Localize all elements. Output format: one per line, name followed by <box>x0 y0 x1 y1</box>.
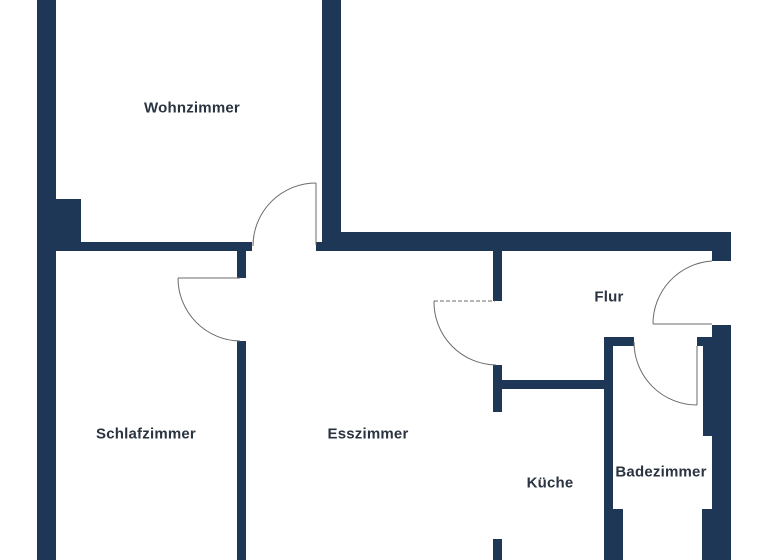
wall-right-inner-upper <box>703 337 713 436</box>
wall-ess-flur-upper <box>493 251 502 301</box>
room-label-esszimmer: Esszimmer <box>327 425 409 443</box>
wall-right-outer <box>712 325 731 560</box>
wall-right-inner-lower <box>702 509 713 560</box>
room-label-flur: Flur <box>594 288 624 306</box>
wall-bad-inner-left <box>613 509 623 560</box>
wall-wohn-right <box>322 0 341 251</box>
room-label-badezimmer: Badezimmer <box>615 463 707 481</box>
wohnzimmer-door[interactable] <box>252 182 317 247</box>
room-label-kueche: Küche <box>526 474 574 492</box>
wall-kueche-top <box>502 380 605 389</box>
wall-ess-kueche <box>493 365 502 412</box>
kueche-door[interactable] <box>433 300 497 366</box>
room-label-wohnzimmer: Wohnzimmer <box>144 99 240 117</box>
wall-right-top-stub <box>712 232 731 261</box>
wall-bad-top-left <box>604 337 634 346</box>
wall-left-outer <box>37 0 56 560</box>
wall-schlaf-right <box>237 341 246 560</box>
wall-schlaf-upper-stub <box>237 251 246 278</box>
schlafzimmer-door[interactable] <box>177 277 241 342</box>
wall-wohn-schlaf <box>56 242 252 251</box>
badezimmer-door[interactable] <box>633 341 698 406</box>
entrance-door[interactable] <box>652 260 713 325</box>
wall-flur-top <box>322 232 731 251</box>
wall-bad-left <box>604 337 613 560</box>
wall-ess-kueche-bottom <box>493 539 502 560</box>
room-label-schlafzimmer: Schlafzimmer <box>96 425 196 443</box>
